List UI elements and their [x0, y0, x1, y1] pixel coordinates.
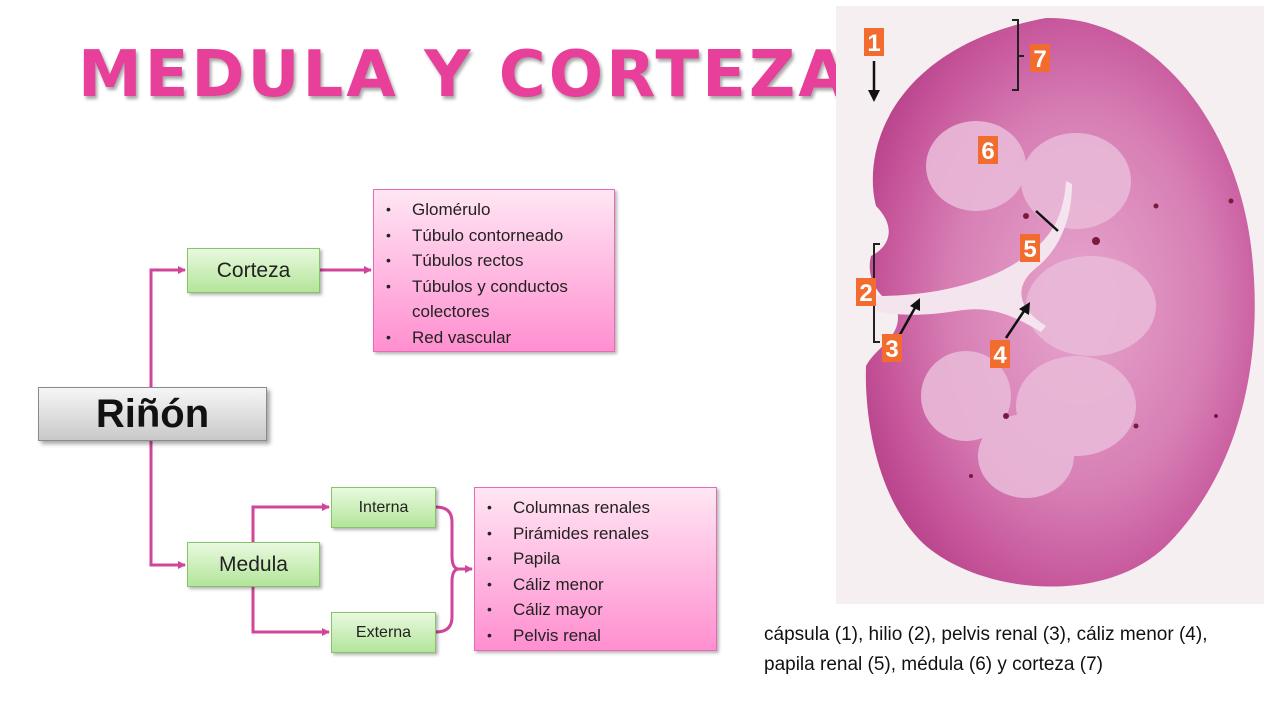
caption-line-2: papila renal (5), médula (6) y corteza (…	[764, 654, 1103, 675]
page-title: MEDULA Y CORTEZA	[78, 38, 851, 112]
caption-line-1: cápsula (1), hilio (2), pelvis renal (3)…	[764, 624, 1208, 645]
tag-3: 3	[885, 336, 898, 363]
connector-medula-interna	[251, 503, 330, 542]
tag-5: 5	[1023, 236, 1036, 263]
tag-4: 4	[993, 342, 1007, 369]
connector-root-medula	[149, 441, 186, 569]
medula-components-list: Columnas renales Pirámides renales Papil…	[474, 487, 717, 651]
tag-1: 1	[867, 30, 880, 57]
kidney-histology-image: 1 2 3 4 5 6 7	[836, 6, 1264, 604]
image-caption: cápsula (1), hilio (2), pelvis renal (3)…	[764, 620, 1280, 680]
connector-root-corteza	[149, 266, 186, 387]
root-node-rinon: Riñón	[38, 387, 267, 441]
list-item: Túbulos y conductos colectores	[386, 274, 604, 325]
corteza-components-list: Glomérulo Túbulo contorneado Túbulos rec…	[373, 189, 615, 352]
connector-bracket	[435, 505, 473, 573]
list-item: Túbulo contorneado	[386, 223, 604, 249]
node-externa: Externa	[331, 612, 436, 653]
node-medula: Medula	[187, 542, 320, 587]
connector-medula-externa	[251, 587, 330, 636]
tag-2: 2	[859, 280, 872, 307]
node-interna: Interna	[331, 487, 436, 528]
list-item: Columnas renales	[487, 495, 706, 521]
list-item: Red vascular	[386, 325, 604, 351]
list-item: Túbulos rectos	[386, 248, 604, 274]
renal-pelvis	[876, 181, 1072, 332]
list-item: Cáliz menor	[487, 572, 706, 598]
photo-number-labels: 1 2 3 4 5 6 7	[856, 28, 1050, 369]
tag-7: 7	[1033, 46, 1046, 73]
list-item: Cáliz mayor	[487, 597, 706, 623]
tag-6: 6	[981, 138, 994, 165]
list-item: Pelvis renal	[487, 623, 706, 649]
list-item: Pirámides renales	[487, 521, 706, 547]
node-corteza: Corteza	[187, 248, 320, 293]
list-item: Glomérulo	[386, 197, 604, 223]
list-item: Papila	[487, 546, 706, 572]
